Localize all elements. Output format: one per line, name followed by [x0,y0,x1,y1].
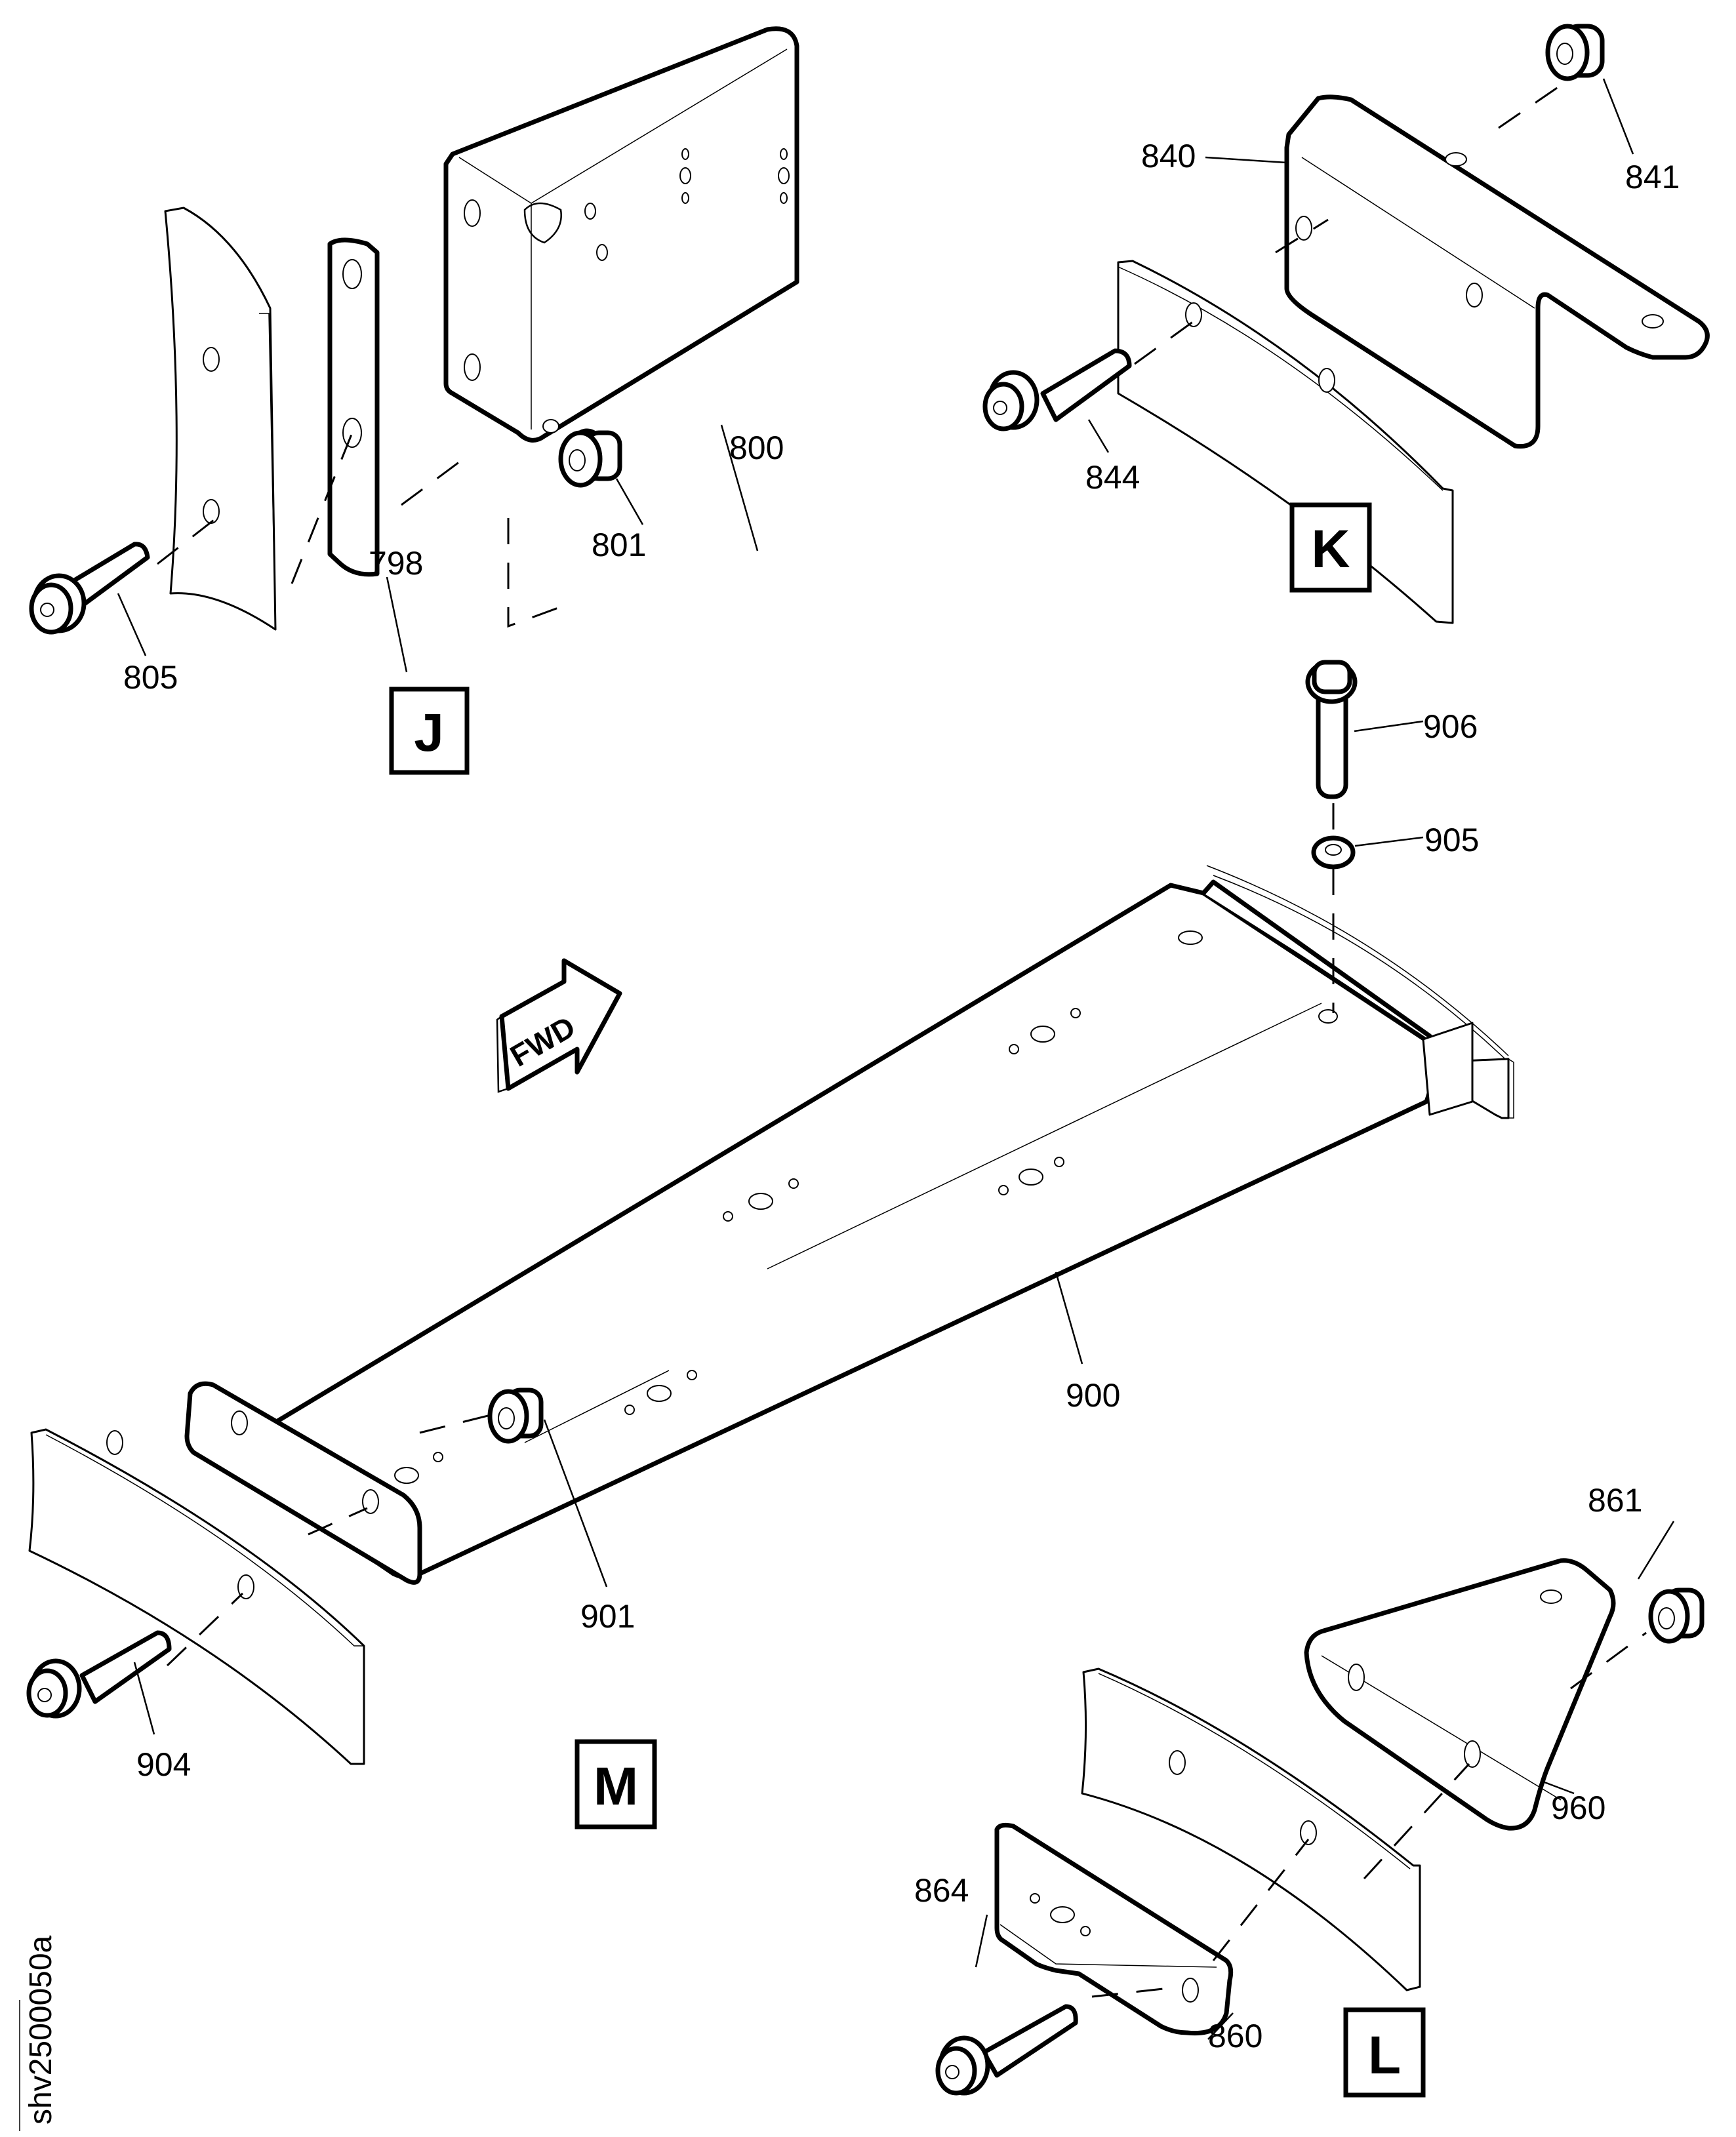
twelve-point-flange-bolt-icon [982,348,1132,431]
twelve-point-flange-bolt-icon [29,542,150,635]
callout-860: 860 [1208,2018,1262,2054]
callout-905: 905 [1424,822,1479,858]
strap-798 [327,237,380,577]
spacer-block-m-left [28,1428,365,1765]
callout-805: 805 [123,659,178,696]
callout-840: 840 [1141,138,1196,174]
triangular-bracket-960 [1304,1558,1616,1831]
view-k: 840 841 844 K [982,24,1710,624]
callout-841: 841 [1625,159,1680,195]
flange-nut-icon [487,1388,544,1444]
view-m: 906 905 900 901 904 M [26,660,1514,1829]
flange-nut-icon [1545,24,1605,81]
mounting-beam-900 [247,879,1474,1580]
callout-798: 798 [369,545,423,582]
washer-icon [1311,835,1356,869]
callout-960: 960 [1551,1789,1605,1826]
callout-801: 801 [592,527,646,563]
view-label-k: K [1289,502,1372,593]
flange-nut-icon [1648,1588,1705,1644]
callout-904: 904 [136,1746,191,1783]
view-label-l: L [1343,2007,1426,2098]
angle-bracket-860 [994,1822,1234,2036]
view-j: 800 801 798 805 J [29,26,799,775]
view-letter-j: J [414,703,444,763]
callout-901: 901 [580,1598,635,1635]
box-bracket-800 [443,26,799,443]
view-letter-k: K [1311,519,1350,579]
spacer-block-j [164,207,277,631]
fwd-arrow-icon: FWD [496,958,622,1093]
z-bracket-840 [1284,94,1710,449]
spacer-block-l [1081,1668,1421,1991]
twelve-point-flange-bolt-icon [1305,660,1358,799]
callout-861: 861 [1588,1482,1642,1519]
view-label-m: M [575,1739,657,1829]
view-l: 861 960 864 860 L [914,1482,1705,2098]
reference-id: shv2500050a [19,1935,58,2131]
callout-906: 906 [1423,708,1478,745]
drawing-reference-id: shv2500050a [24,1935,58,2125]
flange-nut-icon [558,428,622,488]
callout-800: 800 [729,429,784,466]
twelve-point-flange-bolt-icon [26,1630,172,1719]
view-letter-m: M [594,1757,638,1816]
callout-900: 900 [1066,1377,1120,1414]
view-letter-l: L [1368,2026,1401,2085]
view-label-j: J [389,687,470,775]
callout-844: 844 [1085,459,1140,496]
twelve-point-flange-bolt-icon [935,2004,1078,2096]
callout-864: 864 [914,1872,969,1909]
